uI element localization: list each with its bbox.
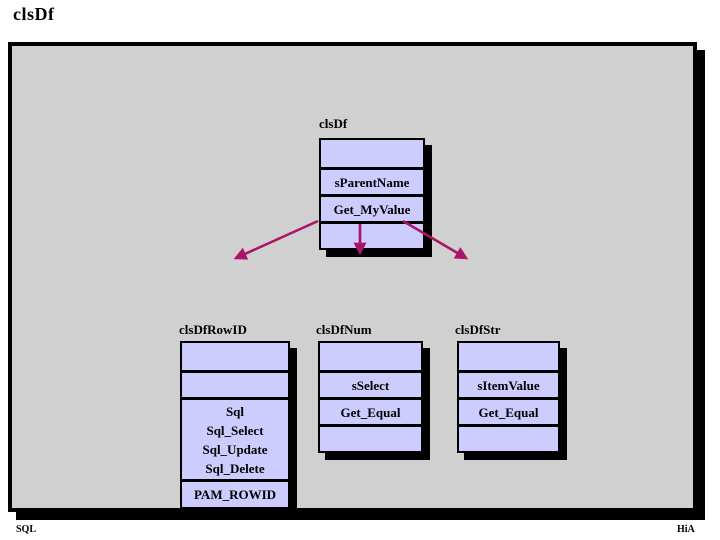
str-empty-row-2 xyxy=(459,424,558,451)
rowid-empty-row-2 xyxy=(182,370,288,397)
str-row-sitemvalue: sItemValue xyxy=(459,370,558,397)
rowid-row-pamrowid: PAM_ROWID xyxy=(182,479,288,507)
rowid-class-title: clsDfRowID xyxy=(179,322,247,337)
footer-right-label: HiA xyxy=(677,524,695,535)
parent-row-sparentname: sParentName xyxy=(321,167,423,194)
num-class-box: sSelect Get_Equal xyxy=(318,341,423,453)
parent-class-box: sParentName Get_MyValue xyxy=(319,138,425,250)
slide-canvas: clsDf sParentName Get_MyValue clsDfRowID… xyxy=(8,42,697,512)
str-class-title: clsDfStr xyxy=(455,322,501,337)
sql-line: Sql xyxy=(225,403,245,419)
num-empty-row-1 xyxy=(320,343,421,370)
str-class-box: sItemValue Get_Equal xyxy=(457,341,560,453)
footer-left-label: SQL xyxy=(16,524,37,535)
rowid-empty-row-1 xyxy=(182,343,288,370)
rowid-sql-row: Sql Sql_Select Sql_Update Sql_Delete xyxy=(182,397,288,479)
sql-line: Sql_Select xyxy=(206,422,264,438)
parent-class-title: clsDf xyxy=(319,116,348,131)
num-row-getequal: Get_Equal xyxy=(320,397,421,424)
rowid-class-box: Sql Sql_Select Sql_Update Sql_Delete PAM… xyxy=(180,341,290,509)
sql-line: Sql_Update xyxy=(202,441,268,457)
num-class-title: clsDfNum xyxy=(316,322,372,337)
num-row-sselect: sSelect xyxy=(320,370,421,397)
sql-line: Sql_Delete xyxy=(205,460,265,476)
parent-empty-row-1 xyxy=(321,140,423,167)
str-row-getequal: Get_Equal xyxy=(459,397,558,424)
parent-empty-row-2 xyxy=(321,221,423,248)
page-title: clsDf xyxy=(13,4,55,24)
parent-row-getmyvalue: Get_MyValue xyxy=(321,194,423,221)
num-empty-row-2 xyxy=(320,424,421,451)
str-empty-row-1 xyxy=(459,343,558,370)
